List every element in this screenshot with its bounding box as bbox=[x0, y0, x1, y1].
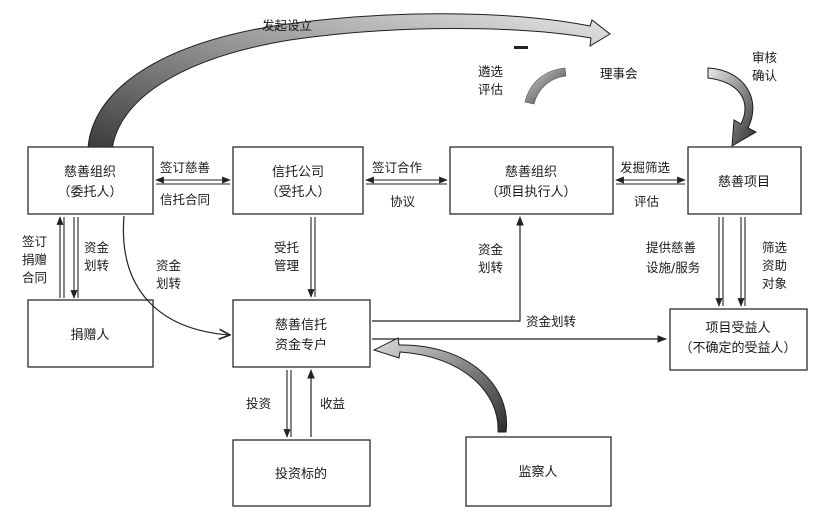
label-screen-3: 对象 bbox=[762, 276, 787, 291]
label-fund-left-1: 资金 bbox=[84, 240, 110, 255]
label-sign-charity: 签订慈善 bbox=[160, 160, 210, 175]
node-exec-org: 慈善组织 （项目执行人） bbox=[449, 146, 614, 215]
initiate-swoosh-arrow bbox=[87, 13, 611, 151]
label-sign-donation-1: 签订 bbox=[22, 234, 47, 249]
label-entrust-2: 管理 bbox=[274, 258, 300, 273]
node-beneficiary: 项目受益人 （不确定的受益人） bbox=[669, 308, 808, 371]
label-sign-donation-3: 合同 bbox=[22, 270, 47, 285]
edge-account-to-investment bbox=[283, 370, 292, 438]
label-evaluate: 评估 bbox=[634, 194, 659, 209]
edge-trust-exec bbox=[365, 176, 448, 185]
node-beneficiary-line2: （不确定的受益人） bbox=[679, 340, 796, 356]
label-fund-diag-2: 划转 bbox=[156, 276, 181, 291]
node-exec-org-line2: （项目执行人） bbox=[485, 185, 576, 200]
edge-donor-trust bbox=[155, 176, 231, 185]
label-fund-up-1: 资金 bbox=[478, 242, 504, 257]
node-project: 慈善项目 bbox=[687, 146, 802, 215]
node-donor-line1: 捐赠人 bbox=[70, 328, 109, 343]
edge-project-to-beneficiary bbox=[715, 217, 746, 307]
label-invest: 投资 bbox=[246, 396, 271, 411]
edge-exec-project bbox=[615, 176, 686, 185]
node-trust-co-line2: （受托人） bbox=[265, 185, 330, 200]
label-fund-right: 资金划转 bbox=[526, 314, 576, 329]
node-trust-account: 慈善信托 资金专户 bbox=[232, 299, 371, 368]
node-supervisor: 监察人 bbox=[465, 436, 612, 507]
node-donor-org: 慈善组织 （委托人） bbox=[27, 146, 154, 215]
label-fund-diag-1: 资金 bbox=[156, 258, 182, 273]
label-select-eval-1: 遴选 bbox=[478, 64, 504, 79]
label-screen-2: 资助 bbox=[762, 258, 787, 273]
label-initiate: 发起设立 bbox=[262, 18, 312, 33]
edge-donor-down bbox=[70, 217, 79, 299]
edge-account-exec-beneficiary bbox=[372, 216, 667, 343]
edge-donor-up bbox=[56, 216, 65, 298]
node-council-text: 理事会 bbox=[600, 66, 638, 81]
label-provide-1: 提供慈善 bbox=[646, 240, 696, 255]
node-investment: 投资标的 bbox=[232, 439, 371, 507]
node-beneficiary-line1: 项目受益人 bbox=[705, 321, 770, 336]
label-discover-screen: 发掘筛选 bbox=[620, 160, 671, 175]
node-investment-line1: 投资标的 bbox=[275, 466, 327, 482]
review-swoosh-arrow bbox=[707, 67, 758, 147]
council-swoosh bbox=[514, 46, 567, 105]
label-sign-coop: 签订合作 bbox=[372, 160, 423, 175]
node-trust-co-line1: 信托公司 bbox=[272, 165, 324, 180]
label-provide-2: 设施/服务 bbox=[646, 260, 700, 275]
node-project-line1: 慈善项目 bbox=[718, 174, 770, 190]
supervisor-swoosh-arrow bbox=[372, 337, 508, 433]
label-trust-contract: 信托合同 bbox=[160, 192, 210, 207]
node-donor: 捐赠人 bbox=[27, 299, 154, 368]
node-trust-account-line1: 慈善信托 bbox=[275, 317, 327, 333]
node-exec-org-line1: 慈善组织 bbox=[505, 164, 557, 180]
label-income: 收益 bbox=[320, 396, 345, 411]
label-fund-up-2: 划转 bbox=[478, 260, 503, 275]
label-agreement: 协议 bbox=[390, 194, 416, 209]
label-review-1: 审核 bbox=[752, 50, 778, 65]
label-review-2: 确认 bbox=[752, 68, 778, 83]
edge-trust-to-account bbox=[307, 217, 316, 298]
label-entrust-1: 受托 bbox=[274, 240, 299, 255]
label-fund-left-2: 划转 bbox=[84, 258, 109, 273]
node-trust-account-line2: 资金专户 bbox=[275, 337, 327, 353]
node-donor-org-line1: 慈善组织 bbox=[64, 164, 116, 180]
node-supervisor-line1: 监察人 bbox=[518, 465, 557, 480]
node-donor-org-line2: （委托人） bbox=[57, 185, 122, 200]
label-select-eval-2: 评估 bbox=[478, 82, 503, 97]
label-sign-donation-2: 捐赠 bbox=[22, 252, 47, 267]
label-screen-1: 筛选 bbox=[762, 240, 788, 255]
edge-donor-org-to-account bbox=[122, 215, 230, 335]
node-trust-co: 信托公司 （受托人） bbox=[232, 146, 364, 215]
